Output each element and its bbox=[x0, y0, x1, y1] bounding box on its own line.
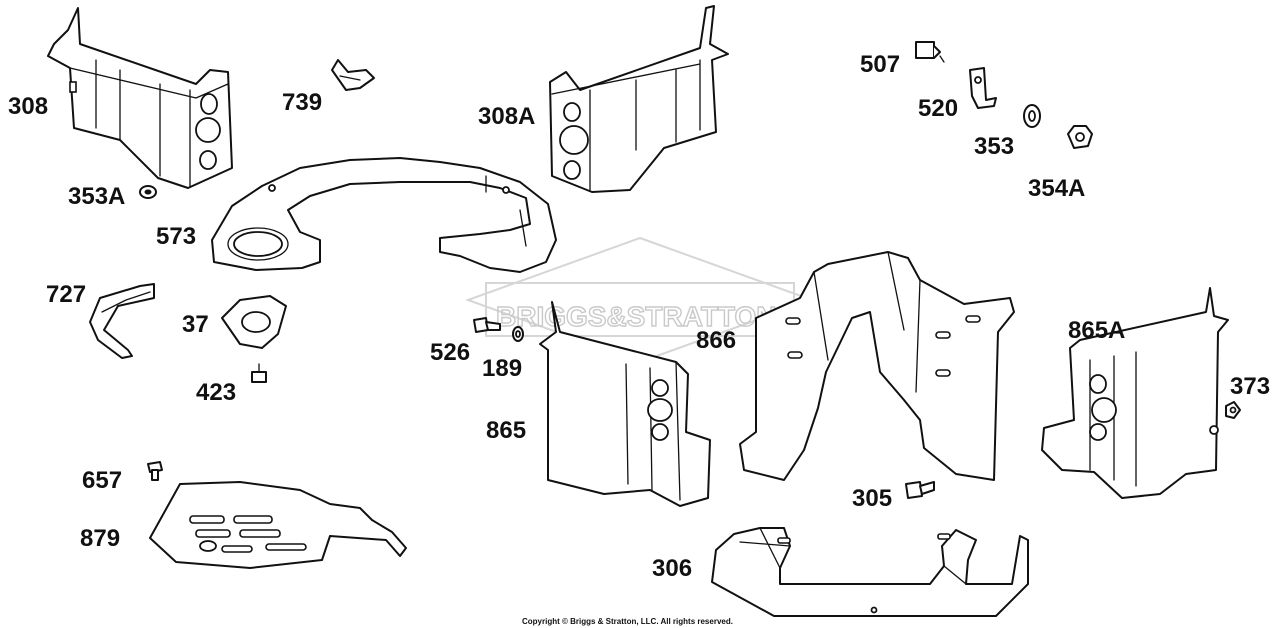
part-573-baffle[interactable] bbox=[211, 157, 557, 273]
callout-866: 866 bbox=[696, 327, 736, 354]
callout-507: 507 bbox=[860, 51, 900, 78]
callout-353A: 353A bbox=[68, 183, 125, 210]
part-308A-shroud[interactable] bbox=[549, 5, 729, 193]
callout-308: 308 bbox=[8, 93, 48, 120]
part-423-screw[interactable] bbox=[251, 363, 267, 383]
part-353-lockwasher[interactable] bbox=[1023, 104, 1041, 128]
callout-865A: 865A bbox=[1068, 317, 1125, 344]
callout-37: 37 bbox=[182, 311, 209, 338]
callout-353: 353 bbox=[974, 133, 1014, 160]
part-865A-shroud[interactable] bbox=[1041, 287, 1229, 499]
callout-727: 727 bbox=[46, 281, 86, 308]
briggs-stratton-watermark: BRIGGS&STRATTON bbox=[465, 236, 815, 364]
part-353A-washer[interactable] bbox=[139, 185, 157, 199]
callout-423: 423 bbox=[196, 379, 236, 406]
callout-526: 526 bbox=[430, 339, 470, 366]
callout-189: 189 bbox=[482, 355, 522, 382]
part-189-washer[interactable] bbox=[512, 326, 524, 342]
callout-879: 879 bbox=[80, 525, 120, 552]
callout-865: 865 bbox=[486, 417, 526, 444]
part-507-switch[interactable] bbox=[915, 41, 945, 63]
callout-354A: 354A bbox=[1028, 175, 1085, 202]
callout-739: 739 bbox=[282, 89, 322, 116]
part-373-nut[interactable] bbox=[1225, 401, 1241, 419]
callout-657: 657 bbox=[82, 467, 122, 494]
part-306-base[interactable] bbox=[711, 527, 1029, 617]
callout-305: 305 bbox=[852, 485, 892, 512]
part-727-strap[interactable] bbox=[89, 283, 155, 359]
callout-520: 520 bbox=[918, 95, 958, 122]
callout-373: 373 bbox=[1230, 373, 1270, 400]
part-739-clip[interactable] bbox=[331, 59, 375, 91]
part-37-grommet[interactable] bbox=[221, 295, 287, 349]
part-865-shroud[interactable] bbox=[539, 301, 711, 507]
part-354A-nut[interactable] bbox=[1067, 125, 1093, 149]
part-526-screw[interactable] bbox=[473, 317, 501, 333]
callout-573: 573 bbox=[156, 223, 196, 250]
copyright-notice: Copyright © Briggs & Stratton, LLC. All … bbox=[522, 617, 733, 626]
part-305-screw[interactable] bbox=[905, 481, 935, 499]
part-866-shroud[interactable] bbox=[739, 251, 1015, 481]
watermark-text: BRIGGS&STRATTON bbox=[496, 301, 777, 332]
part-879-guard[interactable] bbox=[149, 481, 407, 569]
callout-306: 306 bbox=[652, 555, 692, 582]
callout-labels: 308 739 308A 507 520 353 354A 353A 573 7… bbox=[8, 51, 1270, 582]
part-520-terminal[interactable] bbox=[969, 67, 997, 109]
part-308-shroud[interactable] bbox=[47, 7, 233, 189]
part-657-screw[interactable] bbox=[147, 461, 163, 481]
callout-308A: 308A bbox=[478, 103, 535, 130]
